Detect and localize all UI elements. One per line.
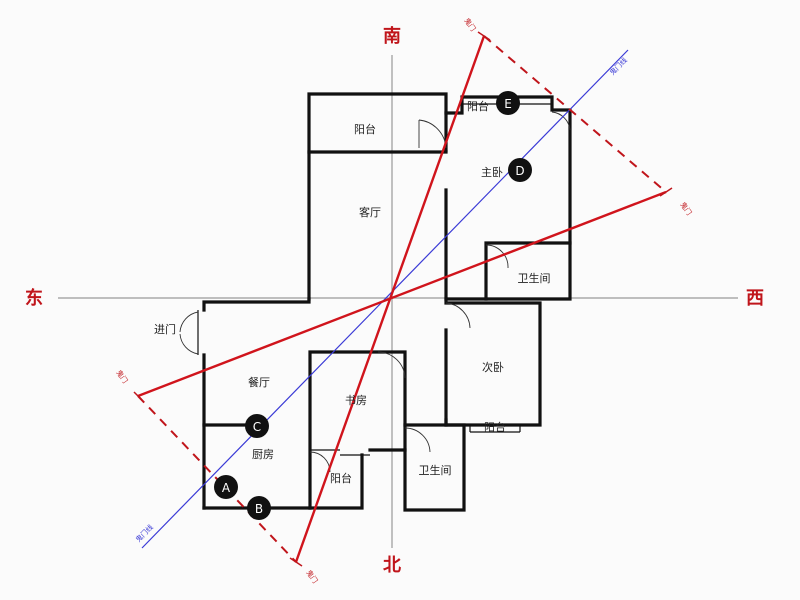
red-label-left: 鬼门 xyxy=(114,368,129,385)
room-living: 客厅 xyxy=(359,205,381,219)
room-balcony-master: 阳台 xyxy=(467,99,489,113)
point-c: C xyxy=(245,414,269,438)
room-balcony-second: 阳台 xyxy=(484,420,506,434)
red-line-shallow xyxy=(137,190,667,398)
room-master-bedroom: 主卧 xyxy=(481,166,503,179)
end-ticks xyxy=(133,31,673,567)
room-entrance: 进门 xyxy=(154,322,176,336)
compass-east: 东 xyxy=(25,287,43,309)
room-study: 书房 xyxy=(345,394,367,407)
room-balcony-top: 阳台 xyxy=(354,122,376,136)
room-kitchen: 厨房 xyxy=(252,448,274,461)
point-d: D xyxy=(508,158,532,182)
point-b: B xyxy=(247,496,271,520)
ghost-gate-line xyxy=(141,49,629,549)
marker-points: A B C D E xyxy=(214,91,532,520)
point-d-label: D xyxy=(515,164,524,178)
compass-west: 西 xyxy=(746,288,764,309)
red-label-right: 鬼门 xyxy=(678,200,693,217)
room-balcony-bottom: 阳台 xyxy=(330,471,352,485)
red-dashed-top-right xyxy=(483,35,667,193)
point-e-label: E xyxy=(504,97,512,111)
point-b-label: B xyxy=(255,502,263,516)
red-label-top: 鬼门 xyxy=(462,16,477,33)
point-e: E xyxy=(496,91,520,115)
blue-line-label-top: 鬼门线 xyxy=(608,56,629,77)
blue-line-label-bottom: 鬼门线 xyxy=(134,523,155,544)
room-second-bedroom: 次卧 xyxy=(482,360,504,374)
point-a-label: A xyxy=(222,481,231,495)
room-dining: 餐厅 xyxy=(248,375,270,389)
red-dashed-bottom-left xyxy=(137,395,297,563)
room-bathroom-lower: 卫生间 xyxy=(419,463,452,477)
compass-north: 北 xyxy=(383,555,401,576)
point-a: A xyxy=(214,475,238,499)
compass-south: 南 xyxy=(383,25,401,47)
point-c-label: C xyxy=(253,420,261,434)
red-label-bottom: 鬼门 xyxy=(304,568,319,585)
room-bathroom-upper: 卫生间 xyxy=(518,271,551,285)
